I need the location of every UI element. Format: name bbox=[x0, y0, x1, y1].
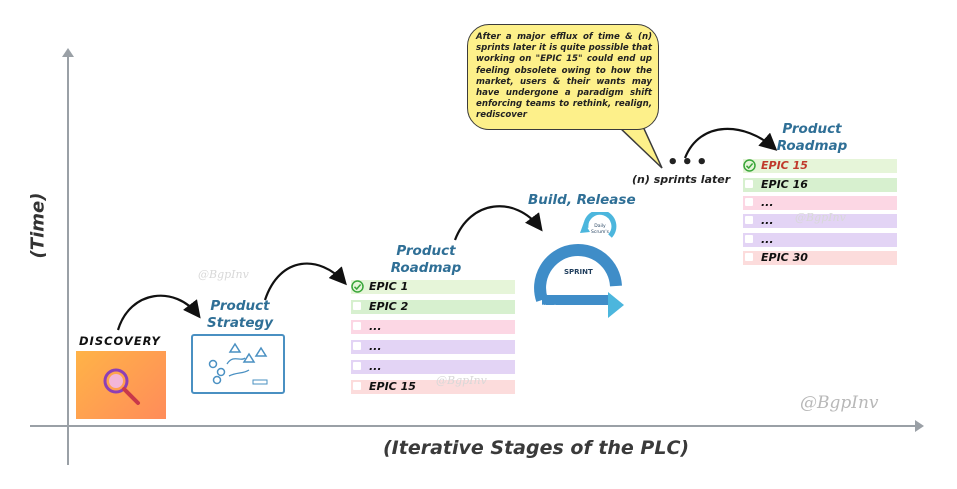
roadmap2-row-6: EPIC 30 bbox=[743, 251, 897, 265]
strategy-title-line1: Product bbox=[210, 298, 270, 314]
watermark-3: @BgpInv bbox=[795, 211, 846, 224]
roadmap2-row-2: EPIC 16 bbox=[743, 178, 897, 192]
roadmap1-title-line2: Roadmap bbox=[390, 260, 462, 276]
roadmap1-row-6-text: EPIC 15 bbox=[369, 380, 416, 393]
roadmap2-row-4-text: ... bbox=[761, 214, 774, 227]
roadmap1-row-5: ... bbox=[351, 360, 515, 374]
roadmap1-title: Product Roadmap bbox=[388, 243, 464, 277]
roadmap2-row-3-text: ... bbox=[761, 196, 774, 209]
checkbox-icon bbox=[745, 253, 753, 261]
strategy-title: Product Strategy bbox=[200, 298, 280, 332]
y-axis-arrowhead bbox=[62, 48, 74, 57]
x-axis-arrowhead bbox=[915, 420, 924, 432]
speech-bubble-text: After a major efflux of time & (n) sprin… bbox=[476, 32, 652, 121]
arrow-strategy-to-roadmap bbox=[263, 262, 347, 301]
roadmap1-row-5-text: ... bbox=[369, 360, 382, 373]
roadmap2-title: Product Roadmap bbox=[774, 121, 850, 155]
discovery-label: DISCOVERY bbox=[79, 334, 161, 348]
roadmap2-row-2-text: EPIC 16 bbox=[761, 178, 808, 191]
roadmap1-title-line1: Product bbox=[396, 243, 456, 259]
arrow-discovery-to-strategy bbox=[116, 294, 201, 331]
roadmap2-row-1-text: EPIC 15 bbox=[761, 159, 808, 172]
scrum-label: Daily Scrum's bbox=[591, 224, 609, 235]
strategy-title-line2: Strategy bbox=[206, 315, 274, 331]
checkbox-icon bbox=[745, 235, 753, 243]
sprint-cycle-icon: SPRINT Daily Scrum's Planning bbox=[528, 209, 632, 320]
checkbox-icon bbox=[745, 198, 753, 206]
roadmap1-row-4: ... bbox=[351, 340, 515, 354]
arrow-later-to-roadmap bbox=[683, 127, 778, 159]
roadmap1-row-1-text: EPIC 1 bbox=[369, 280, 409, 293]
checkbox-icon bbox=[745, 216, 753, 224]
checkbox-icon bbox=[353, 382, 361, 390]
roadmap2-row-1: EPIC 15 bbox=[743, 159, 897, 173]
watermark-1: @BgpInv bbox=[198, 268, 249, 281]
roadmap2-row-4: ... bbox=[743, 214, 897, 228]
checkbox-icon bbox=[353, 362, 361, 370]
roadmap1-row-4-text: ... bbox=[369, 340, 382, 353]
checkbox-icon bbox=[353, 302, 361, 310]
build-title: Build, Release bbox=[528, 192, 636, 208]
y-axis bbox=[67, 55, 69, 465]
roadmap2-row-5-text: ... bbox=[761, 233, 774, 246]
sprint-label: SPRINT bbox=[564, 268, 593, 276]
x-axis bbox=[30, 425, 920, 427]
discovery-tile bbox=[76, 351, 166, 419]
roadmap2-row-6-text: EPIC 30 bbox=[761, 251, 808, 264]
watermark-2: @BgpInv bbox=[436, 374, 487, 387]
magnifier-icon bbox=[103, 368, 140, 405]
watermark-main: @BgpInv bbox=[800, 393, 879, 413]
check-circle-icon bbox=[351, 280, 364, 293]
ellipsis-dots: ••• bbox=[667, 152, 711, 173]
roadmap2-row-5: ... bbox=[743, 233, 897, 247]
roadmap1-row-1: EPIC 1 bbox=[351, 280, 515, 294]
checkbox-icon bbox=[745, 180, 753, 188]
speech-bubble bbox=[467, 24, 659, 130]
roadmap1-row-3-text: ... bbox=[369, 320, 382, 333]
checkbox-icon bbox=[353, 342, 361, 350]
x-axis-label: (Iterative Stages of the PLC) bbox=[383, 437, 690, 459]
whiteboard-icon bbox=[191, 334, 285, 394]
bubble-tail bbox=[617, 119, 663, 169]
planning-label: Planning bbox=[542, 305, 562, 310]
check-circle-icon bbox=[743, 159, 756, 172]
checkbox-icon bbox=[353, 322, 361, 330]
arrow-roadmap-to-build bbox=[453, 205, 543, 241]
roadmap1-row-3: ... bbox=[351, 320, 515, 334]
roadmap1-row-6: EPIC 15 bbox=[351, 380, 515, 394]
roadmap1-row-2: EPIC 2 bbox=[351, 300, 515, 314]
sprints-later-label: (n) sprints later bbox=[632, 173, 731, 186]
roadmap2-title-line2: Roadmap bbox=[776, 138, 848, 154]
roadmap2-title-line1: Product bbox=[782, 121, 842, 137]
roadmap1-row-2-text: EPIC 2 bbox=[369, 300, 409, 313]
roadmap2-row-3: ... bbox=[743, 196, 897, 210]
